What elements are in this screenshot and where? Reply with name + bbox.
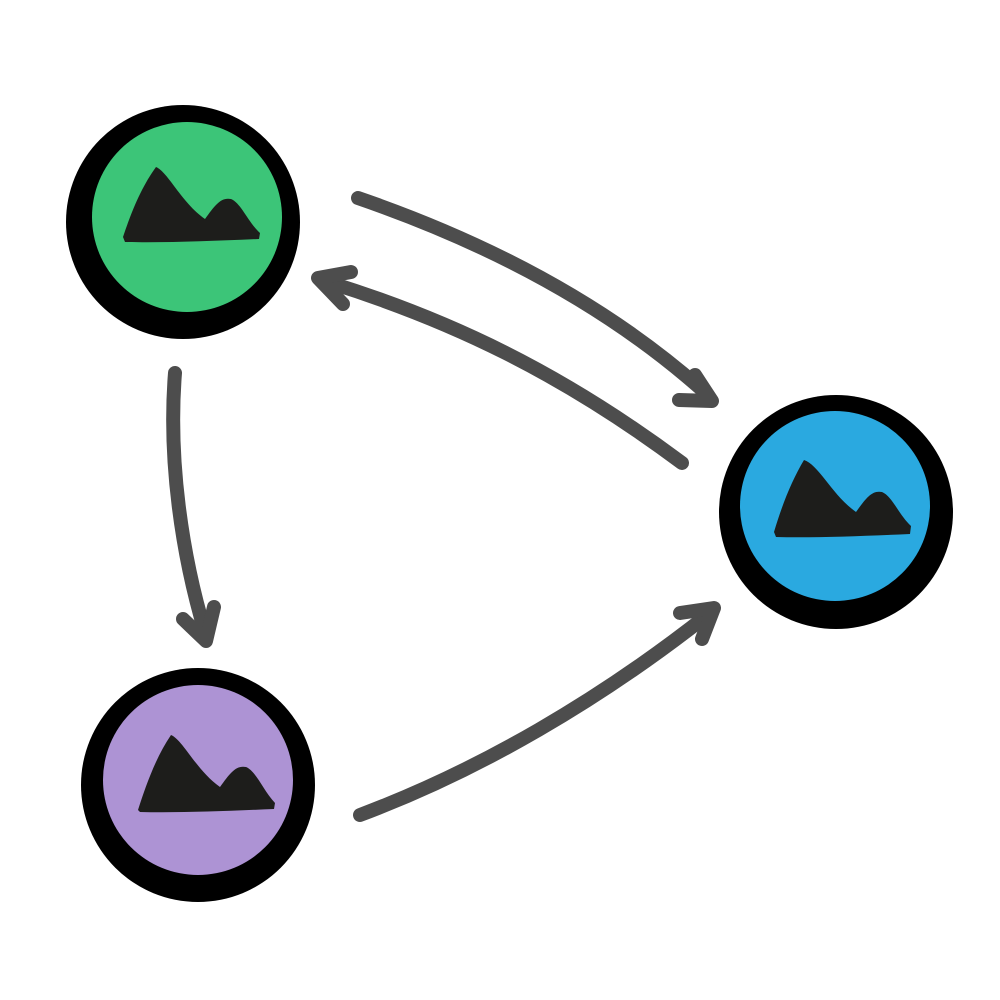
node-green[interactable]	[66, 105, 300, 339]
node-purple[interactable]	[81, 668, 315, 902]
edge-line	[351, 191, 707, 395]
arrowhead-icon	[311, 265, 358, 311]
mountain-image-icon	[123, 167, 260, 243]
mountain-image-icon	[774, 460, 911, 538]
arrowhead-icon	[176, 600, 221, 648]
arrowhead-icon	[672, 368, 719, 408]
edge-green-to-blue	[351, 191, 719, 408]
edge-green-to-purple	[166, 366, 221, 648]
node-blue[interactable]	[719, 395, 953, 629]
edge-line	[353, 606, 717, 822]
edge-line	[321, 275, 689, 470]
arrowhead-icon	[673, 601, 721, 646]
edge-purple-to-blue	[353, 601, 721, 822]
edge-blue-to-green	[311, 265, 689, 470]
edge-line	[166, 366, 212, 639]
mountain-image-icon	[138, 735, 275, 813]
